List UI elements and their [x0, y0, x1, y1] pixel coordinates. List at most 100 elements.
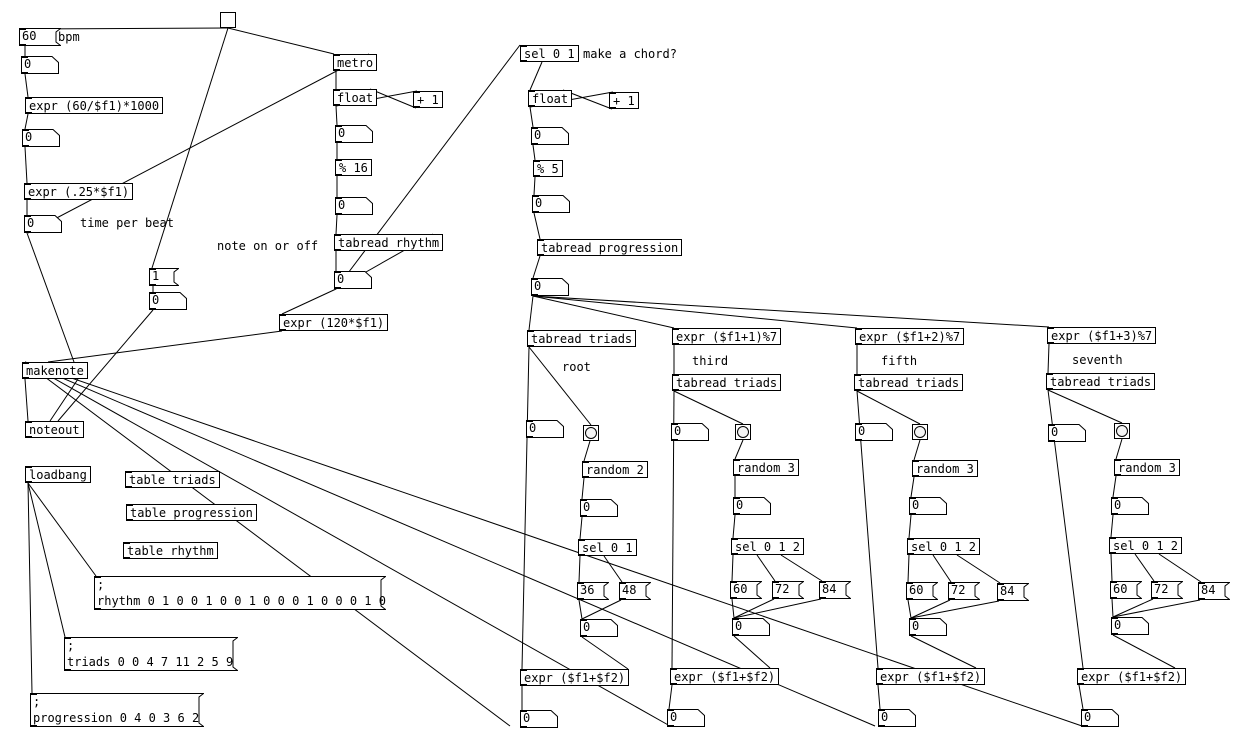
voice-select[interactable]: sel 0 1 2 — [907, 538, 981, 555]
patch-cord[interactable] — [227, 27, 335, 55]
patch-cord[interactable] — [673, 390, 744, 425]
rhythm-message[interactable]: ;rhythm 0 1 0 0 1 0 0 1 0 0 0 1 0 0 0 1 … — [94, 576, 386, 610]
patch-cord[interactable] — [281, 288, 337, 315]
voice-select[interactable]: sel 0 1 2 — [731, 538, 805, 555]
patch-cord[interactable] — [532, 295, 675, 329]
metro-object[interactable]: metro — [333, 54, 378, 71]
patch-cord[interactable] — [733, 598, 822, 619]
patch-cord[interactable] — [907, 554, 910, 583]
velocity-number[interactable]: 0 — [149, 292, 187, 310]
voice-bang[interactable] — [735, 424, 751, 440]
voice-sum-expr[interactable]: expr ($f1+$f2) — [670, 668, 780, 685]
patch-cord[interactable] — [1110, 514, 1114, 538]
voice-index-expr[interactable]: expr ($f1+2)%7 — [855, 328, 965, 345]
voice-tabread-triads[interactable]: tabread triads — [672, 374, 782, 391]
patch-cord[interactable] — [27, 482, 33, 694]
voice-output-number[interactable]: 0 — [1081, 709, 1119, 727]
patch-cord[interactable] — [529, 61, 543, 91]
voice-bang[interactable] — [912, 424, 928, 440]
patch-cord[interactable] — [1112, 599, 1201, 618]
patch-cord[interactable] — [151, 27, 229, 269]
patch-cord[interactable] — [907, 599, 912, 619]
patch-cord[interactable] — [932, 554, 952, 583]
voice-octave-message[interactable]: 72 — [948, 582, 980, 600]
voice-octave-message[interactable]: 84 — [1198, 582, 1230, 600]
voice-random-number[interactable]: 0 — [733, 497, 771, 515]
patch-cord[interactable] — [47, 330, 283, 363]
one-message[interactable]: 1 — [149, 268, 179, 286]
patch-cord[interactable] — [733, 598, 775, 619]
patch-cord[interactable] — [533, 176, 536, 196]
voice-random[interactable]: random 3 — [1114, 459, 1180, 476]
voice-index-expr[interactable]: expr ($f1+3)%7 — [1047, 327, 1157, 344]
patch-cord[interactable] — [877, 684, 881, 710]
voice-sum-expr[interactable]: expr ($f1+$f2) — [876, 668, 986, 685]
voice-output-number[interactable]: 0 — [878, 709, 916, 727]
patch-cord[interactable] — [24, 361, 511, 727]
chord-counter-number[interactable]: 0 — [531, 127, 569, 145]
mod16-object[interactable]: % 16 — [335, 159, 372, 176]
table-progression-object[interactable]: table progression — [126, 504, 257, 521]
float-object[interactable]: float — [333, 89, 378, 106]
voice-octave-message[interactable]: 84 — [997, 583, 1029, 601]
patch-cord[interactable] — [1112, 475, 1117, 498]
patch-cord[interactable] — [1047, 389, 1123, 424]
voice-octave-message[interactable]: 84 — [819, 581, 851, 599]
makenote-object[interactable]: makenote — [22, 362, 88, 379]
voice-output-number[interactable]: 0 — [520, 710, 558, 728]
patch-cord[interactable] — [908, 514, 912, 539]
patch-cord[interactable] — [581, 477, 585, 500]
rhythm-number[interactable]: 0 — [334, 271, 372, 289]
step-number[interactable]: 0 — [335, 197, 373, 215]
voice-select[interactable]: sel 0 1 — [578, 539, 637, 556]
voice-bang[interactable] — [583, 425, 599, 441]
patch-cord[interactable] — [603, 555, 623, 583]
patch-cord[interactable] — [335, 214, 338, 235]
table-rhythm-object[interactable]: table rhythm — [123, 542, 218, 559]
beat-number[interactable]: 0 — [24, 215, 62, 233]
patch-cord[interactable] — [668, 684, 673, 710]
voice-random[interactable]: random 3 — [733, 459, 799, 476]
tabread-progression-object[interactable]: tabread progression — [537, 239, 683, 256]
patch-cord[interactable] — [533, 212, 541, 240]
patch-cord[interactable] — [1134, 553, 1155, 582]
patch-cord[interactable] — [910, 599, 951, 619]
patch-cord[interactable] — [1112, 634, 1176, 669]
degree-number[interactable]: 0 — [531, 278, 569, 296]
patch-cord[interactable] — [578, 555, 581, 583]
patch-cord[interactable] — [913, 439, 921, 461]
patch-cord[interactable] — [1115, 438, 1123, 460]
voice-octave-number[interactable]: 0 — [1111, 617, 1149, 635]
patch-cord[interactable] — [910, 476, 915, 498]
chord-plus-one-object[interactable]: + 1 — [609, 92, 639, 109]
voice-octave-message[interactable]: 36 — [577, 582, 609, 600]
triads-message[interactable]: ;triads 0 0 4 7 11 2 5 9 — [64, 637, 238, 671]
voice-index-expr[interactable]: expr ($f1+1)%7 — [672, 328, 782, 345]
patch-cord[interactable] — [532, 295, 1050, 328]
voice-octave-message[interactable]: 60 — [1110, 581, 1142, 599]
sel-chord-object[interactable]: sel 0 1 — [520, 45, 579, 62]
tabread-rhythm-object[interactable]: tabread rhythm — [334, 234, 444, 251]
voice-random-number[interactable]: 0 — [1111, 497, 1149, 515]
voice-octave-message[interactable]: 48 — [619, 582, 651, 600]
patch-cord[interactable] — [528, 295, 534, 331]
patch-cord[interactable] — [956, 554, 1001, 584]
patch-cord[interactable] — [1047, 343, 1050, 374]
voice-random-number[interactable]: 0 — [580, 499, 618, 517]
patch-cord[interactable] — [1112, 598, 1154, 618]
voice-note-number[interactable]: 0 — [1048, 424, 1086, 442]
voice-sum-expr[interactable]: expr ($f1+$f2) — [1077, 668, 1187, 685]
bpm-number[interactable]: 0 — [21, 56, 59, 74]
patch-cord[interactable] — [532, 255, 541, 279]
patch-cord[interactable] — [1110, 553, 1113, 582]
voice-note-number[interactable]: 0 — [526, 420, 564, 438]
voice-output-number[interactable]: 0 — [667, 709, 705, 727]
patch-cord[interactable] — [731, 598, 735, 619]
patch-cord[interactable] — [1078, 684, 1084, 710]
expr-quarter-object[interactable]: expr (.25*$f1) — [24, 183, 134, 200]
voice-note-number[interactable]: 0 — [671, 423, 709, 441]
patch-cord[interactable] — [24, 378, 29, 422]
voice-note-number[interactable]: 0 — [855, 423, 893, 441]
patch-cord[interactable] — [532, 144, 536, 161]
loadbang-object[interactable]: loadbang — [25, 466, 91, 483]
